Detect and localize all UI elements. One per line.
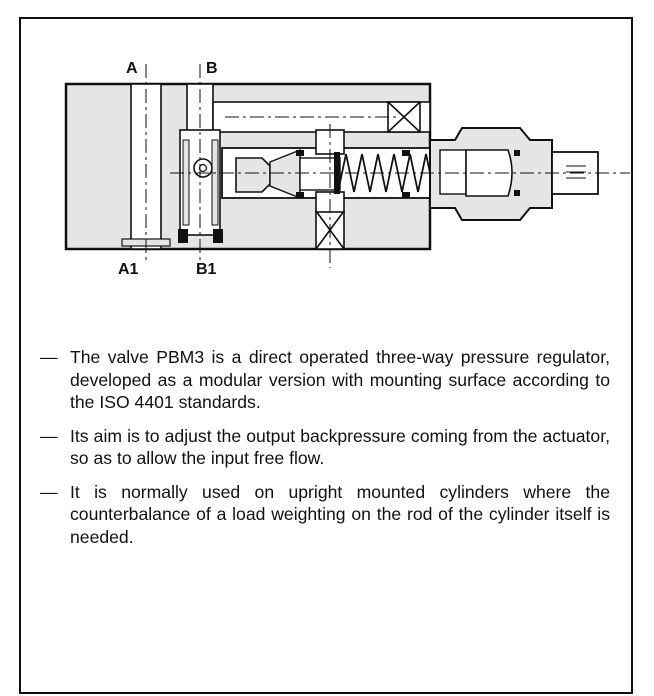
description-text: The valve PBM3 is a direct operated thre… xyxy=(70,347,610,412)
description-item: — It is normally used on upright mounted… xyxy=(40,481,610,549)
port-label-a: A xyxy=(126,60,138,77)
bullet-dash: — xyxy=(40,347,58,367)
bullet-dash: — xyxy=(40,425,58,446)
description-list: — The valve PBM3 is a direct operated th… xyxy=(40,346,610,559)
bullet-dash: — xyxy=(40,481,58,502)
description-item: — Its aim is to adjust the output backpr… xyxy=(40,425,610,470)
port-label-b1: B1 xyxy=(196,261,217,278)
valve-cross-section-diagram: A B A1 B1 xyxy=(64,60,630,278)
description-text: Its aim is to adjust the output backpres… xyxy=(70,425,610,469)
port-label-b: B xyxy=(206,60,218,77)
port-label-a1: A1 xyxy=(118,261,139,278)
description-text: It is normally used on upright mounted c… xyxy=(70,481,610,547)
description-item: — The valve PBM3 is a direct operated th… xyxy=(40,346,610,414)
